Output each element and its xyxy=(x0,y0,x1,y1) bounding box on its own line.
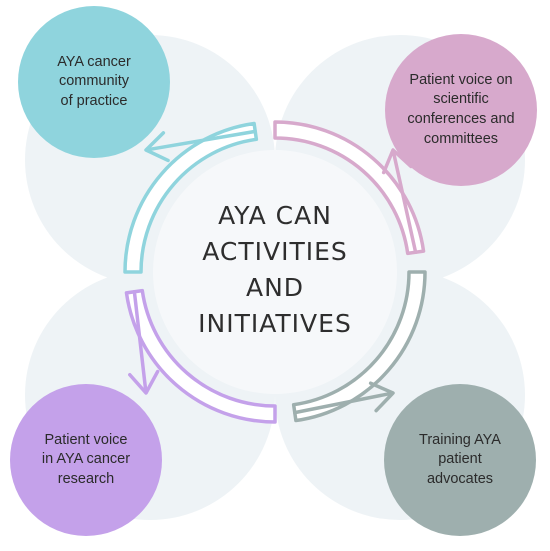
arrowhead-bottom-right xyxy=(368,381,395,413)
center-title: AYA CAN ACTIVITIES AND INITIATIVES xyxy=(198,200,352,339)
node-circle-top-left xyxy=(18,6,170,158)
arc-band-bottom-right xyxy=(291,270,427,423)
arc-band-top-left xyxy=(123,121,259,274)
arrowhead-top-left xyxy=(144,131,170,163)
center-circle xyxy=(153,150,397,394)
node-circle-bottom-right xyxy=(384,384,536,536)
arrow-stem-top-left xyxy=(148,129,257,152)
arc-band-bottom-left xyxy=(124,288,277,424)
arrow-stem-bottom-left xyxy=(132,290,148,391)
node-label-bottom-left: Patient voice in AYA cancer research xyxy=(41,431,131,487)
arrow-stem-bottom-right xyxy=(293,392,391,415)
node-label-top-right: Patient voice on scientific conferences … xyxy=(407,71,515,147)
node-label-bottom-right: Training AYA patient advocates xyxy=(419,431,501,487)
node-circle-top-right xyxy=(385,34,537,186)
arrow-stem-top-right xyxy=(392,152,418,254)
arrowhead-bottom-left xyxy=(128,369,160,395)
node-label-top-left: AYA cancer community of practice xyxy=(57,53,131,109)
arc-band-top-right xyxy=(273,120,426,256)
node-circle-bottom-left xyxy=(10,384,162,536)
